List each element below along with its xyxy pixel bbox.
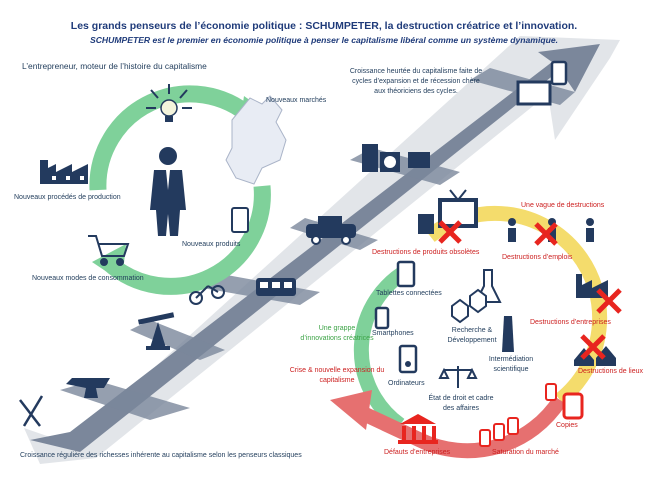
label-copies: Copies xyxy=(556,422,578,429)
label-recherche-line-1: Recherche & xyxy=(451,327,493,334)
entrepreneur-icon xyxy=(150,147,186,236)
anvil-icon xyxy=(66,378,110,398)
smartphone-icon xyxy=(374,306,390,330)
devices-icon xyxy=(516,60,568,106)
cross-emplois-icon xyxy=(534,222,558,246)
label-nouveaux-procedes: Nouveaux procédés de production xyxy=(14,194,121,201)
label-destructions-entreprises: Destructions d’entreprises xyxy=(530,319,611,326)
label-crise-line-2: capitalisme xyxy=(319,377,355,384)
innovation-arc xyxy=(353,263,412,432)
label-grappe-line-2: d’innovations créatrices xyxy=(300,335,374,342)
label-smartphones: Smartphones xyxy=(372,330,414,337)
car-icon xyxy=(306,216,356,245)
cross-lieux-icon xyxy=(580,334,606,360)
label-crise-line-1: Crise & nouvelle expansion du xyxy=(289,367,385,374)
bicycle-icon xyxy=(189,285,225,305)
entrepreneur-heading: L’entrepreneur, moteur de l’histoire du … xyxy=(22,61,207,71)
label-destructions-emplois: Destructions d’emplois xyxy=(502,254,573,261)
label-defauts: Défauts d’entreprises xyxy=(384,449,451,456)
page-title: Les grands penseurs de l’économie politi… xyxy=(70,20,578,32)
label-etat-line-2: des affaires xyxy=(442,405,480,412)
oil-pump-icon xyxy=(137,312,175,350)
label-nouveaux-marches: Nouveaux marchés xyxy=(266,97,327,104)
cycles-text-line-1: Croissance heurtée du capitalisme faite … xyxy=(349,68,483,75)
label-saturation: Saturation du marché xyxy=(492,449,559,456)
appliances-icon xyxy=(362,144,430,172)
label-vague-destructions: Une vague de destructions xyxy=(521,202,605,209)
label-tablettes: Tablettes connectées xyxy=(376,290,442,297)
label-ordinateurs: Ordinateurs xyxy=(388,380,425,387)
cross-entreprises-icon xyxy=(596,288,622,314)
label-destructions-produits: Destructions de produits obsolètes xyxy=(372,249,480,256)
label-intermediation-line-2: scientifique xyxy=(493,366,529,373)
copies-icon xyxy=(545,383,584,420)
lighthouse-icon xyxy=(502,316,514,352)
label-intermediation-line-1: Intermédiation xyxy=(488,356,534,363)
label-recherche-line-2: Développement xyxy=(447,337,497,344)
lightbulb-icon xyxy=(146,84,192,122)
label-nouveaux-produits: Nouveaux produits xyxy=(182,241,241,248)
tram-icon xyxy=(256,278,296,296)
entrepreneur-cycle-arc-bottom xyxy=(102,185,271,295)
saturation-icon xyxy=(479,417,519,447)
classical-growth-text: Croissance régulière des richesses inhér… xyxy=(20,452,302,459)
molecule-icon xyxy=(451,288,487,324)
bank-icon xyxy=(398,414,438,444)
map-icon xyxy=(225,95,287,185)
cycles-text-line-2: cycles d’expansion et de récession chère xyxy=(352,78,480,85)
shopping-cart-icon xyxy=(88,235,130,266)
label-destructions-lieux: Destructions de lieux xyxy=(578,368,643,375)
cycles-text-line-3: aux théoriciens des cycles. xyxy=(374,88,458,95)
label-etat-line-1: État de droit et cadre xyxy=(428,395,494,402)
label-nouveaux-modes: Nouveaux modes de consommation xyxy=(32,275,144,282)
growth-arrow-body xyxy=(30,44,600,452)
tablet-icon xyxy=(231,207,249,233)
crisis-arrow-head xyxy=(330,390,372,430)
factory-icon xyxy=(40,160,88,184)
entrepreneur-cycle-arc-top xyxy=(89,85,258,191)
computer-icon xyxy=(398,344,418,374)
page-subtitle: SCHUMPETER est le premier en économie po… xyxy=(89,35,559,45)
old-tv-icon xyxy=(418,189,478,234)
tools-icon xyxy=(19,395,44,427)
label-grappe-line-1: Une grappe xyxy=(318,325,356,332)
cross-produits-icon xyxy=(438,220,462,244)
scales-icon xyxy=(438,366,478,388)
tablet-connected-icon xyxy=(396,260,416,288)
crisis-arc xyxy=(356,395,567,459)
